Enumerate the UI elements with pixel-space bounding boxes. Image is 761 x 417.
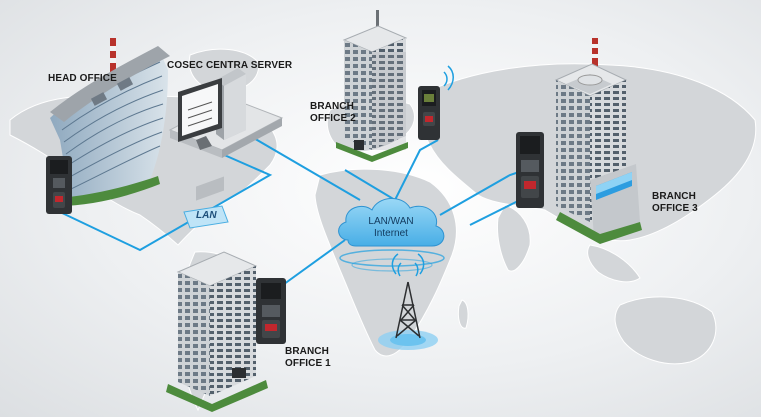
- branch2-to-cloud-link: [344, 139, 439, 202]
- access-control-device-icon: [256, 278, 286, 344]
- australia-shape: [614, 296, 717, 365]
- cloud-label-line2: Internet: [374, 228, 408, 239]
- southeast-asia-shape: [587, 244, 641, 283]
- access-control-device-icon: [516, 132, 544, 208]
- access-control-device-icon: [418, 65, 454, 140]
- branch-office-2-label-line2: OFFICE 2: [310, 113, 356, 124]
- madagascar-shape: [457, 299, 469, 329]
- branch-office-2-label-line1: BRANCH: [310, 101, 354, 112]
- branch-office-building-icon: [336, 10, 408, 162]
- branch-office-1-label-line2: OFFICE 1: [285, 358, 331, 369]
- lan-tag: [183, 205, 229, 229]
- server-label: COSEC CENTRA SERVER: [167, 60, 293, 71]
- branch-office-3-label-line2: OFFICE 3: [652, 203, 698, 214]
- head-office-label: HEAD OFFICE: [48, 73, 117, 84]
- branch-office-3-label-line1: BRANCH: [652, 191, 696, 202]
- cloud-icon: [338, 198, 445, 272]
- cloud-label-line1: LAN/WAN: [368, 216, 414, 227]
- india-shape: [497, 204, 531, 272]
- branch-office-1-label-line1: BRANCH: [285, 346, 329, 357]
- branch-office-building-icon: [166, 176, 268, 412]
- head-office-building-icon: [50, 38, 170, 206]
- lan-label: LAN: [196, 210, 217, 221]
- access-control-device-icon: [46, 156, 72, 214]
- server-computer-icon: [168, 68, 284, 158]
- server-to-cloud-link: [239, 129, 361, 201]
- radio-tower-icon: [378, 253, 438, 350]
- branch-office-building-icon: [554, 38, 642, 244]
- branch3-lower-link: [469, 199, 521, 226]
